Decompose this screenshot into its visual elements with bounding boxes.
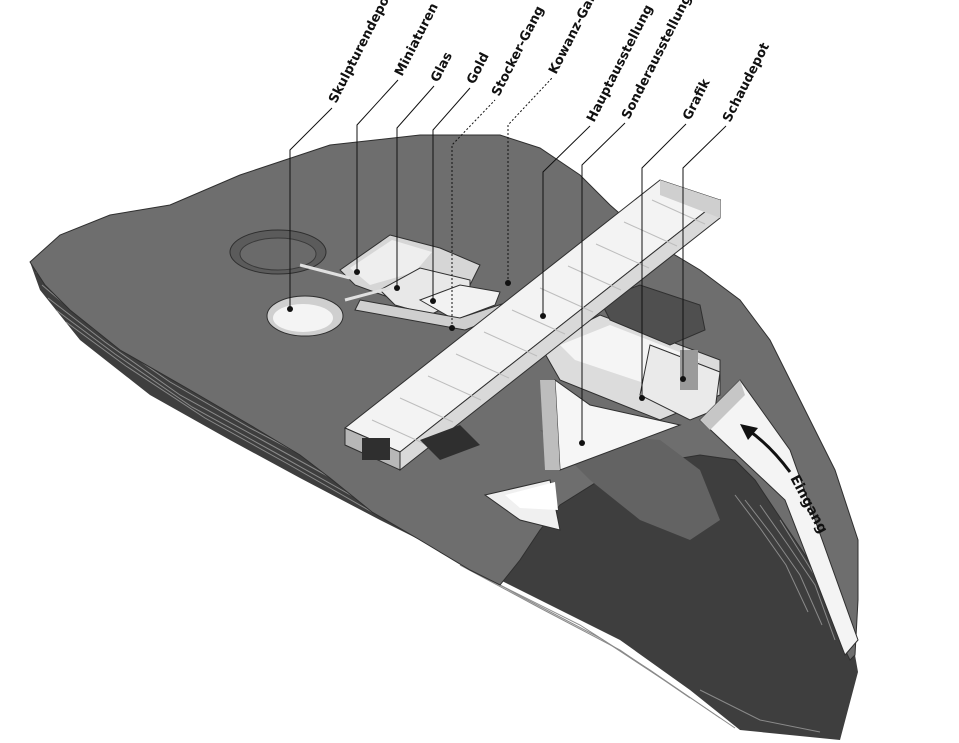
triangular-plaza bbox=[483, 378, 682, 531]
dot-grafik bbox=[639, 395, 645, 401]
dot-hauptausstellung bbox=[540, 313, 546, 319]
gallery-blocks bbox=[539, 284, 721, 421]
leader-skulpturendepot bbox=[289, 107, 333, 309]
label-schaudepot: Schaudepot bbox=[720, 41, 773, 125]
leader-stocker-gang bbox=[451, 99, 496, 328]
circular-court-upper bbox=[229, 229, 327, 275]
dot-gold bbox=[430, 298, 436, 304]
label-gold: Gold bbox=[464, 50, 493, 87]
circular-court-lower bbox=[266, 295, 344, 337]
leader-kowanz-gang bbox=[507, 77, 553, 283]
dot-kowanz-gang bbox=[505, 280, 511, 286]
leader-miniaturen bbox=[356, 79, 399, 272]
leader-schaudepot bbox=[682, 125, 727, 379]
leader-glas bbox=[396, 85, 435, 288]
dot-miniaturen bbox=[354, 269, 360, 275]
dot-stocker-gang bbox=[449, 325, 455, 331]
label-kowanz-gang: Kowanz-Gang bbox=[546, 0, 605, 77]
label-sonderausstellung: Sonderausstellung bbox=[619, 0, 695, 122]
dot-skulpturendepot bbox=[287, 306, 293, 312]
label-stocker-gang: Stocker-Gang bbox=[489, 4, 547, 99]
dot-schaudepot bbox=[680, 376, 686, 382]
entrance-ramp bbox=[699, 379, 859, 656]
leader-sonderausstellung bbox=[581, 122, 626, 443]
dot-sonderausstellung bbox=[579, 440, 585, 446]
dot-glas bbox=[394, 285, 400, 291]
label-skulpturendepot: Skulpturendepot bbox=[326, 0, 395, 106]
label-grafik: Grafik bbox=[680, 76, 714, 122]
room-labels: Skulpturendepot Miniaturen Glas Gold Sto… bbox=[326, 0, 773, 125]
leader-lines bbox=[287, 77, 727, 446]
terrain-pit bbox=[420, 425, 480, 460]
label-glas: Glas bbox=[428, 50, 456, 85]
depot-wing bbox=[299, 234, 501, 321]
leader-gold bbox=[432, 87, 471, 301]
leader-grafik bbox=[641, 123, 687, 398]
leader-hauptausstellung bbox=[542, 125, 591, 316]
main-bridge bbox=[344, 179, 722, 472]
entrance-arrowhead bbox=[740, 424, 758, 440]
